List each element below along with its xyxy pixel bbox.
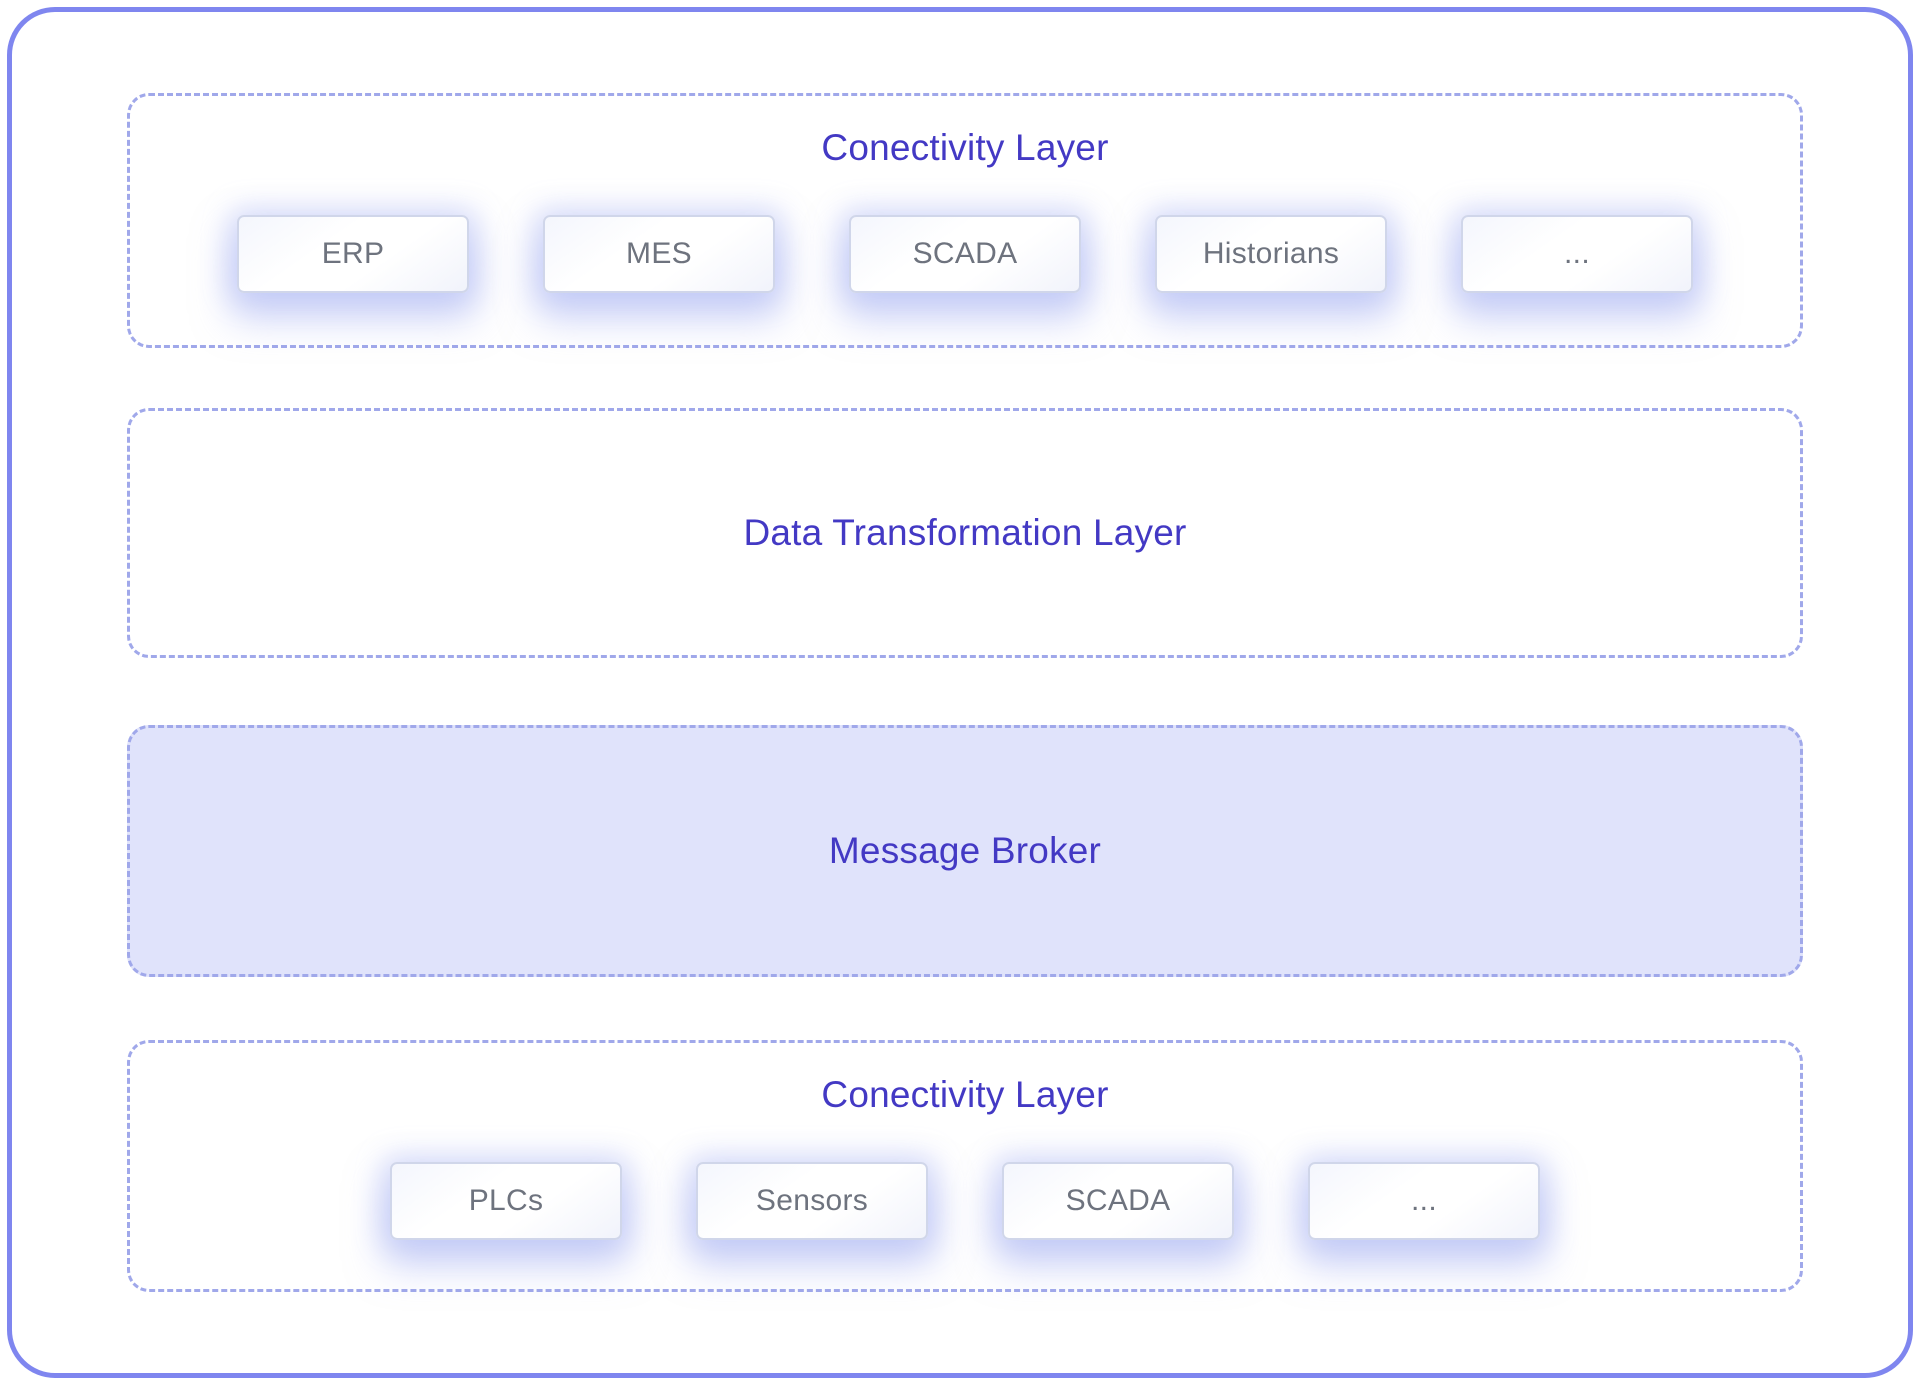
item-box-historians: Historians bbox=[1155, 215, 1387, 293]
item-label-sensors: Sensors bbox=[755, 1184, 869, 1217]
item-label-erp: ERP bbox=[321, 237, 385, 270]
connectivity-bottom-items-row: PLCs Sensors SCADA ... bbox=[390, 1162, 1540, 1240]
item-label-more-bottom: ... bbox=[1411, 1184, 1437, 1217]
section-message-broker: Message Broker bbox=[127, 725, 1803, 977]
item-box-erp: ERP bbox=[237, 215, 469, 293]
item-box-sensors: Sensors bbox=[696, 1162, 928, 1240]
item-box-more-top: ... bbox=[1461, 215, 1693, 293]
section-connectivity-bottom-title: Conectivity Layer bbox=[821, 1074, 1109, 1115]
item-label-mes: MES bbox=[626, 237, 692, 270]
section-connectivity-top-title: Conectivity Layer bbox=[821, 127, 1109, 168]
item-box-mes: MES bbox=[543, 215, 775, 293]
section-connectivity-bottom: Conectivity Layer PLCs Sensors SCADA ... bbox=[127, 1040, 1803, 1292]
section-connectivity-top: Conectivity Layer ERP MES SCADA Historia… bbox=[127, 93, 1803, 348]
item-label-scada-top: SCADA bbox=[912, 237, 1018, 270]
item-label-historians: Historians bbox=[1202, 237, 1340, 270]
section-data-transformation-title: Data Transformation Layer bbox=[743, 512, 1187, 553]
connectivity-top-items-row: ERP MES SCADA Historians ... bbox=[237, 215, 1693, 293]
item-box-more-bottom: ... bbox=[1308, 1162, 1540, 1240]
item-label-plcs: PLCs bbox=[468, 1184, 544, 1217]
item-box-scada-top: SCADA bbox=[849, 215, 1081, 293]
item-label-more-top: ... bbox=[1564, 237, 1590, 270]
section-message-broker-title: Message Broker bbox=[828, 830, 1102, 871]
outer-frame bbox=[7, 7, 1913, 1378]
section-data-transformation: Data Transformation Layer bbox=[127, 408, 1803, 658]
item-box-plcs: PLCs bbox=[390, 1162, 622, 1240]
item-box-scada-bottom: SCADA bbox=[1002, 1162, 1234, 1240]
item-label-scada-bottom: SCADA bbox=[1065, 1184, 1171, 1217]
